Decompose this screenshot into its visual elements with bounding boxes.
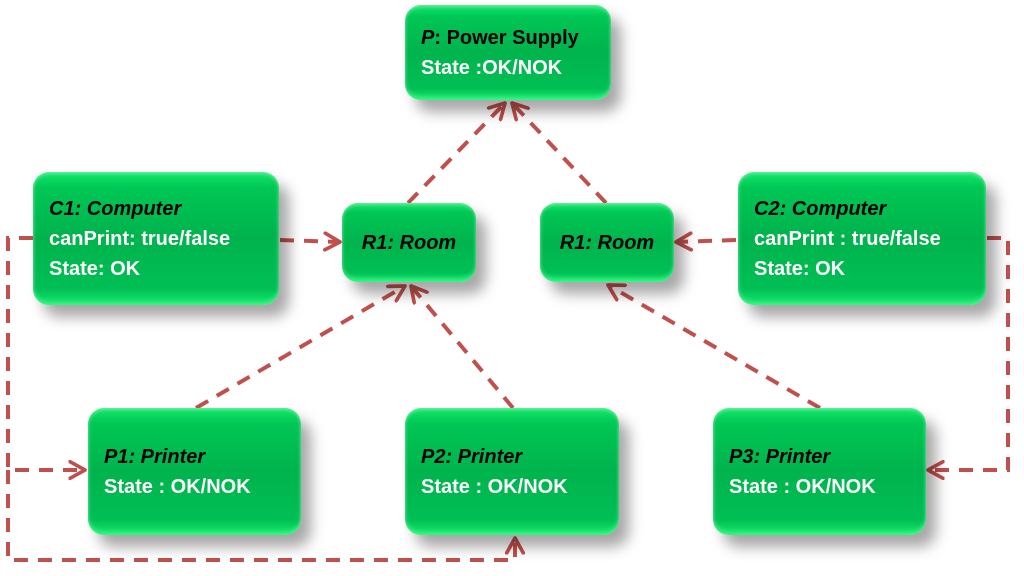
node-title-sep: : xyxy=(434,26,447,49)
node-attr-state: State: OK xyxy=(49,257,141,280)
node-attr-state: State: OK xyxy=(754,257,846,280)
edge-c2-to-r1b xyxy=(676,240,737,242)
node-title: R1: Room xyxy=(559,231,655,254)
node-attr-canprint: canPrint : true/false xyxy=(754,227,941,250)
edge-r1b-to-power xyxy=(512,103,608,205)
node-printer-p1[interactable]: P1: Printer State : OK/NOK xyxy=(88,408,301,535)
node-attr-canprint: canPrint: true/false xyxy=(49,227,231,250)
node-title: C2: Computer xyxy=(754,197,887,220)
node-title: P: Power Supply xyxy=(421,23,611,53)
node-title: P2: Printer xyxy=(421,445,523,468)
node-attr-state: State :OK/NOK xyxy=(421,56,563,79)
edge-c2-to-p3 xyxy=(928,236,1010,470)
edge-c1-to-r1a xyxy=(279,240,340,242)
node-attr-state: State : OK/NOK xyxy=(421,475,568,498)
edge-p1-to-r1a xyxy=(194,286,405,410)
node-room-r1-right[interactable]: R1: Room xyxy=(540,203,674,282)
node-title: R1: Room xyxy=(361,231,457,254)
edge-p2-to-r1a xyxy=(411,286,515,410)
edge-r1a-to-power xyxy=(406,103,505,205)
node-power-supply[interactable]: P: Power Supply State :OK/NOK xyxy=(405,5,611,100)
node-type: Power Supply xyxy=(446,26,579,49)
node-id: P xyxy=(421,26,435,49)
node-attr-state: State : OK/NOK xyxy=(104,475,251,498)
edge-c1-to-p1 xyxy=(6,236,85,470)
edge-c1-to-p2 xyxy=(6,470,515,562)
node-computer-c1[interactable]: C1: Computer canPrint: true/false State:… xyxy=(33,172,279,305)
node-computer-c2[interactable]: C2: Computer canPrint : true/false State… xyxy=(738,172,986,305)
node-attr-state: State : OK/NOK xyxy=(729,475,876,498)
node-printer-p2[interactable]: P2: Printer State : OK/NOK xyxy=(405,408,619,535)
node-printer-p3[interactable]: P3: Printer State : OK/NOK xyxy=(713,408,926,535)
edge-p3-to-r1b xyxy=(608,285,822,410)
node-title: P3: Printer xyxy=(729,445,831,468)
node-title: C1: Computer xyxy=(49,197,182,220)
node-room-r1-left[interactable]: R1: Room xyxy=(342,203,476,282)
node-title: P1: Printer xyxy=(104,445,206,468)
